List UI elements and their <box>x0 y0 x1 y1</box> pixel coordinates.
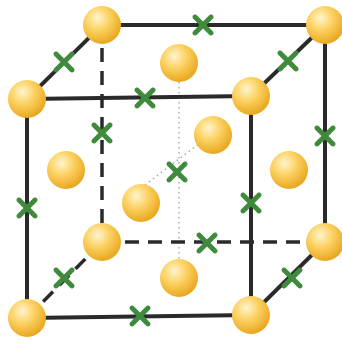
edge-midpoint-marker-front-left <box>16 197 38 219</box>
edge-midpoint-marker-back-left <box>91 122 113 144</box>
face-center-far-right-atom <box>270 151 308 189</box>
face-center-left-atom <box>47 151 85 189</box>
edge-midpoint-marker-left-top-depth <box>53 51 75 73</box>
face-center-front-atom <box>122 184 160 222</box>
edge-midpoint-marker-right-top-depth <box>277 50 299 72</box>
corner-atom-back-top-right <box>306 6 342 44</box>
corner-atom-back-top-left <box>83 6 121 44</box>
corner-atom-front-bottom-right <box>232 296 270 334</box>
body-center-marker <box>166 161 188 183</box>
markers-layer <box>16 14 336 327</box>
edge-midpoint-marker-back-right <box>314 125 336 147</box>
face-center-right-atom <box>194 116 232 154</box>
corner-atom-front-bottom-left <box>8 299 46 337</box>
corner-atom-back-bottom-left <box>83 223 121 261</box>
edge-front-top <box>25 94 253 101</box>
edge-midpoint-marker-front-bottom <box>129 305 151 327</box>
face-center-bottom-atom <box>160 259 198 297</box>
edge-midpoint-marker-front-right <box>240 192 262 214</box>
atoms-layer <box>8 6 342 337</box>
edge-midpoint-marker-back-bottom <box>196 232 218 254</box>
edge-midpoint-marker-front-top <box>134 87 156 109</box>
edge-midpoint-marker-right-bottom-depth <box>281 267 303 289</box>
face-center-back-atom <box>160 44 198 82</box>
edge-midpoint-marker-back-top <box>192 14 214 36</box>
corner-atom-front-top-left <box>8 80 46 118</box>
corner-atom-front-top-right <box>232 77 270 115</box>
corner-atom-back-bottom-right <box>306 223 342 261</box>
edge-midpoint-marker-left-bottom-depth <box>53 267 75 289</box>
